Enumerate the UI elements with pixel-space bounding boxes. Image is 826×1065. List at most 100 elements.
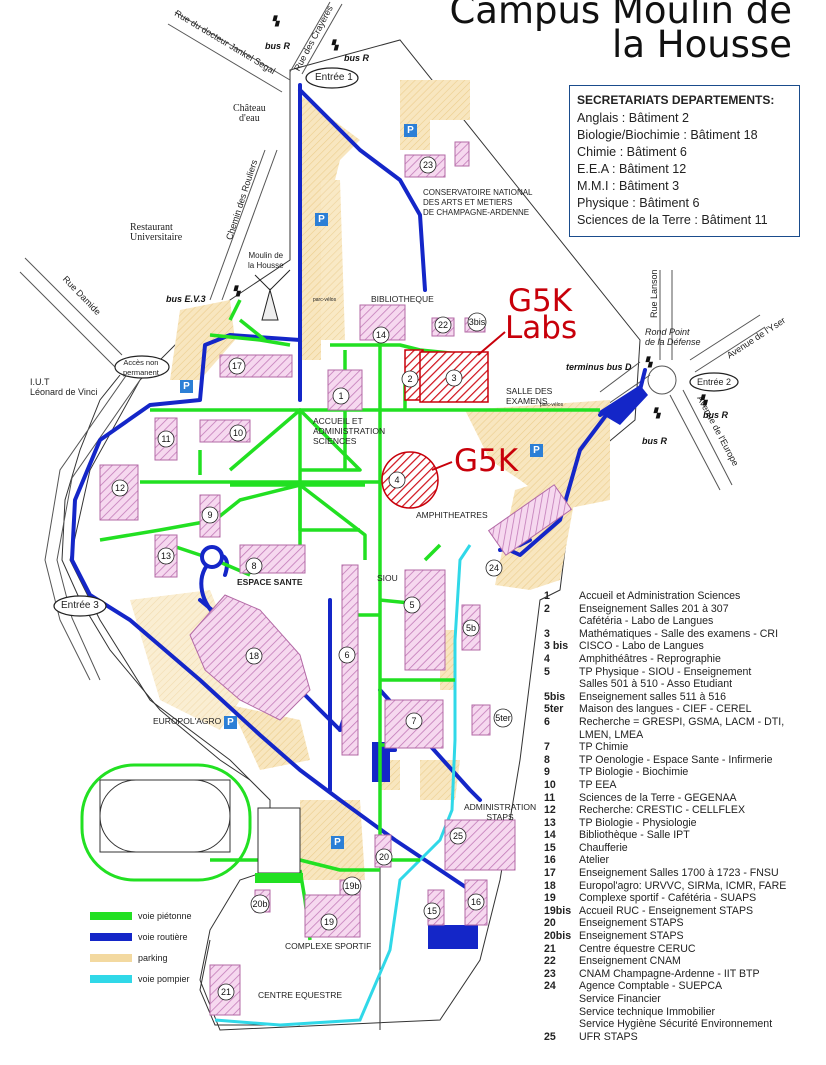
building-number: 11 xyxy=(544,791,556,804)
building-number-badge xyxy=(338,646,356,664)
building-description: Cafétéria - Labo de Langues xyxy=(579,615,714,628)
building-description: Enseignement STAPS xyxy=(579,930,684,943)
buildings-list-row: 10 TP EEA xyxy=(544,779,786,792)
building-description: Complexe sportif - Cafétéria - SUAPS xyxy=(579,892,757,905)
windmill-icon xyxy=(254,269,291,321)
building-description: Salles 501 à 510 - Asso Etudiant xyxy=(579,678,733,691)
building-number: 5bis xyxy=(544,690,566,703)
building-number-text: 24 xyxy=(489,563,499,573)
building-number-badge xyxy=(201,506,219,524)
building-4 xyxy=(381,451,439,509)
secretariat-line: Chimie : Bâtiment 6 xyxy=(577,145,687,159)
parc-velos-label: parc-vélos xyxy=(313,297,337,303)
building-number-badge xyxy=(245,647,263,665)
buildings-list-row: 20bis Enseignement STAPS xyxy=(544,930,786,943)
building-number-text: 25 xyxy=(453,831,463,841)
building-number: 20bis xyxy=(544,930,572,943)
g5k-pointer xyxy=(431,461,453,471)
building-number-badge xyxy=(157,430,175,448)
building-number-text: 15 xyxy=(427,906,437,916)
building-number-badge xyxy=(401,370,419,388)
building-number: 5ter xyxy=(544,703,564,716)
bus-stop-icon: ▚ xyxy=(272,16,279,26)
parking-icon: P xyxy=(331,836,344,849)
building-number-text: 12 xyxy=(115,483,125,493)
building-number: 6 xyxy=(544,715,550,728)
key-item: parking xyxy=(90,947,192,968)
building-number: 21 xyxy=(544,942,556,955)
building-number-text: 21 xyxy=(221,987,231,997)
building-number-text: 5 xyxy=(409,600,414,610)
secretariat-line: E.E.A : Bâtiment 12 xyxy=(577,162,687,176)
bus-stop-icon: ▚ xyxy=(645,357,652,367)
building-number-badge xyxy=(229,424,247,442)
buildings-list-row: LMEN, LMEA xyxy=(544,729,786,742)
key-swatch xyxy=(90,911,132,920)
g5k-buildings xyxy=(381,349,489,509)
g5k-labs-pointer xyxy=(477,331,506,356)
building-description: Sciences de la Terre - GEGENAA xyxy=(579,791,737,804)
bus-stop-icon: ▚ xyxy=(653,408,660,418)
building-number-text: 3bis xyxy=(469,317,486,327)
building-number: 4 xyxy=(544,652,550,665)
bus-r-label-3: bus R xyxy=(642,436,668,446)
bus-ev3-label: bus E.V.3 xyxy=(166,294,206,304)
bibliotheque-label: BIBLIOTHEQUE xyxy=(371,294,434,304)
building-number: 19bis xyxy=(544,904,572,917)
building-number: 3 xyxy=(544,627,550,640)
entree-2-label: Entrée 2 xyxy=(697,377,732,387)
building-number xyxy=(544,729,579,742)
amphitheatres-label: AMPHITHEATRES xyxy=(416,510,488,520)
building-3 xyxy=(419,351,489,403)
building-7 xyxy=(384,699,444,749)
secretariat-line: Biologie/Biochimie : Bâtiment 18 xyxy=(577,128,758,142)
building-description: TP EEA xyxy=(579,778,617,791)
map-title-line2: la Housse xyxy=(612,23,792,66)
building-number-text: 11 xyxy=(161,434,170,444)
building-number-badge xyxy=(449,827,467,845)
building-number-text: 6 xyxy=(344,650,349,660)
g5k-annotation: G5K xyxy=(454,443,519,479)
building-number-text: 23 xyxy=(423,160,433,170)
building-number-badge xyxy=(467,312,487,332)
fire-route xyxy=(214,544,472,1027)
key-swatch xyxy=(90,974,132,983)
building-number-badge xyxy=(419,156,437,174)
building-number: 17 xyxy=(544,867,556,880)
buildings-list-row: Service technique Immobilier xyxy=(544,1006,786,1019)
building-number: 24 xyxy=(544,980,556,993)
building-number: 15 xyxy=(544,841,556,854)
building-description: TP Biologie - Biochimie xyxy=(579,766,689,779)
key-item: voie piétonne xyxy=(90,905,192,926)
building-number-badge xyxy=(403,596,421,614)
building-number-badge xyxy=(157,547,175,565)
building-description: Accueil et Administration Sciences xyxy=(579,590,741,602)
terminus-label: terminus bus D xyxy=(566,362,632,372)
building-number-text: 4 xyxy=(394,475,399,485)
roundabout xyxy=(200,545,224,569)
buildings-list-row: 11 Sciences de la Terre - GEGENAA xyxy=(544,792,786,805)
building-number: 16 xyxy=(544,854,556,867)
building-number: 10 xyxy=(544,778,556,791)
streets xyxy=(19,1,766,681)
map-title: Campus Moulin de la Housse xyxy=(449,0,792,66)
building-number-text: 14 xyxy=(376,330,386,340)
building-description: Recherche = GRESPI, GSMA, LACM - DTI, xyxy=(579,715,785,728)
building-number-badge xyxy=(462,619,480,637)
building-number-text: 22 xyxy=(438,320,448,330)
